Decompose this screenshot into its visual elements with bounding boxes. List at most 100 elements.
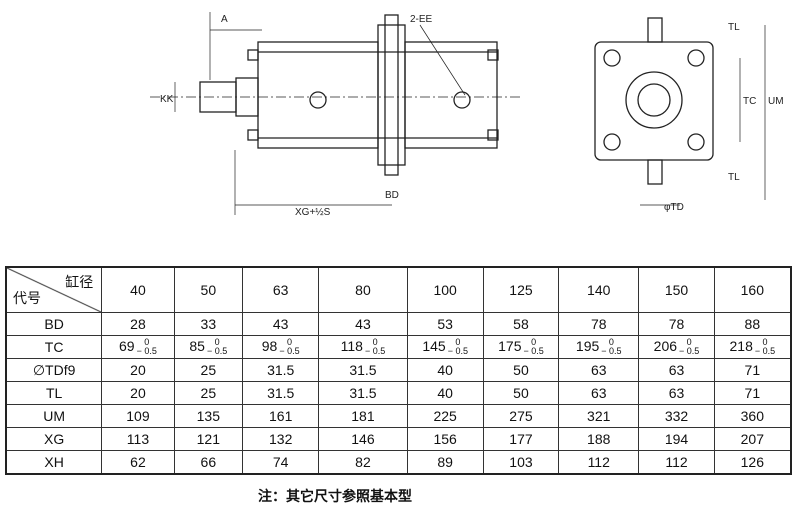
- cell-value: 28: [130, 316, 146, 332]
- bore-header: 160: [713, 266, 792, 313]
- tolerance-upper: 0: [686, 337, 692, 348]
- label-um: UM: [768, 96, 784, 107]
- corner-bore-label: 缸径: [65, 274, 94, 290]
- tolerance-upper: 0: [531, 337, 537, 348]
- cell-value: 63: [668, 362, 685, 378]
- cell-value: 20: [130, 385, 146, 401]
- cell-value: 82: [355, 454, 371, 470]
- cylinder-drawing: A 2-EE KK BD XG+½S TL TC UM TL φTD: [150, 12, 784, 218]
- cell-value: 132: [269, 431, 293, 447]
- cell-value: 50: [513, 385, 529, 401]
- tolerance-upper: 0: [286, 337, 292, 348]
- bore-header: 80: [318, 266, 408, 313]
- tolerance-lower: − 0.5: [279, 346, 300, 357]
- bore-header: 100: [406, 266, 484, 313]
- table-cell: 103: [482, 450, 560, 475]
- table-cell: 62: [101, 450, 175, 475]
- table-cell: 82: [318, 450, 408, 475]
- table-cell: 63: [558, 381, 640, 405]
- cell-value: 31.5: [267, 385, 295, 401]
- table-cell: 88: [713, 312, 792, 336]
- table-cell: 43: [318, 312, 408, 336]
- label-tl-bottom: TL: [728, 172, 740, 183]
- table-cell: 58: [482, 312, 560, 336]
- cell-value: 43: [272, 316, 289, 332]
- table-cell: 78: [638, 312, 715, 336]
- table-cell: 112: [638, 450, 715, 475]
- cell-value: 25: [200, 362, 217, 378]
- cell-value: 31.5: [349, 362, 377, 378]
- cell-value: 63: [668, 385, 685, 401]
- bore-header: 63: [242, 266, 320, 313]
- cell-value: 275: [509, 408, 533, 424]
- table-cell: 63: [638, 358, 715, 382]
- cell-value: 89: [437, 454, 453, 470]
- table-cell: 275: [482, 404, 560, 428]
- table-cell: 332: [638, 404, 715, 428]
- label-tl-top: TL: [728, 22, 740, 33]
- bore-header: 140: [558, 266, 640, 313]
- tolerance: 0− 0.5: [601, 338, 621, 356]
- tolerance: 0− 0.5: [679, 338, 699, 356]
- cell-value: 207: [740, 431, 764, 447]
- table-cell: 50: [482, 381, 560, 405]
- cell-value: 126: [740, 454, 764, 470]
- cell-value: 50: [513, 362, 529, 378]
- table-cell: 40: [406, 381, 484, 405]
- table-cell: 135: [173, 404, 244, 428]
- cell-value: 58: [513, 316, 529, 332]
- table-cell: 25: [173, 381, 244, 405]
- cell-value: 195: [575, 337, 600, 354]
- table-cell: 112: [558, 450, 640, 475]
- table-cell: 74: [242, 450, 320, 475]
- cell-value: 177: [509, 431, 533, 447]
- cell-value: 121: [196, 431, 220, 447]
- row-label: BD: [5, 312, 103, 336]
- table-cell: 121: [173, 427, 244, 451]
- cell-value: 71: [744, 385, 761, 401]
- table-cell: 207: [713, 427, 792, 451]
- cell-value: 145: [422, 337, 446, 354]
- cell-value: 321: [587, 408, 611, 424]
- label-bd: BD: [385, 190, 399, 201]
- table-cell: 181: [318, 404, 408, 428]
- cell-value: 146: [351, 431, 375, 447]
- table-cell: 132: [242, 427, 320, 451]
- table-cell: 31.5: [318, 358, 408, 382]
- table-cell: 177: [482, 427, 560, 451]
- table-cell: 126: [713, 450, 792, 475]
- table-cell: 71: [713, 381, 792, 405]
- tolerance-upper: 0: [214, 337, 220, 348]
- cell-value: 40: [437, 385, 453, 401]
- cell-value: 88: [744, 316, 761, 332]
- cell-value: 43: [355, 316, 371, 332]
- corner-cell: 缸径 代号: [5, 266, 103, 313]
- cell-value: 118: [340, 337, 363, 354]
- table-cell: 43: [242, 312, 320, 336]
- table-cell: 188: [558, 427, 640, 451]
- tolerance-lower: − 0.5: [206, 346, 228, 357]
- tolerance-lower: − 0.5: [364, 346, 386, 357]
- table-cell: 109: [101, 404, 175, 428]
- side-view: A 2-EE KK BD XG+½S: [150, 12, 520, 218]
- table-cell: 20: [101, 358, 175, 382]
- cell-value: 31.5: [349, 385, 377, 401]
- cell-value: 69: [119, 337, 135, 354]
- table-cell: 156: [406, 427, 484, 451]
- table-cell: 63: [638, 381, 715, 405]
- row-label: ∅TDf9: [5, 358, 103, 382]
- cell-value: 135: [196, 408, 220, 424]
- cell-value: 33: [200, 316, 217, 332]
- cell-value: 161: [269, 408, 293, 424]
- cell-value: 74: [272, 454, 289, 470]
